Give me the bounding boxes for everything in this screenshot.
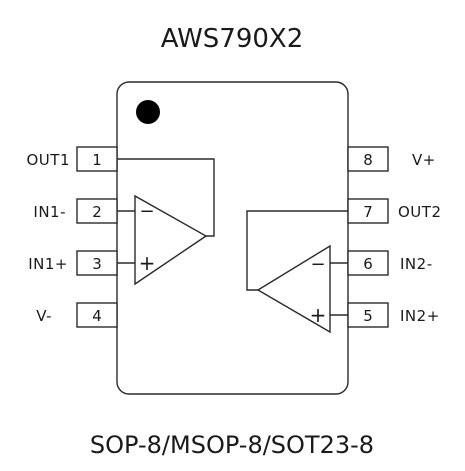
right-pins: 8 7 6 5 V+ OUT2 IN2- IN2+ <box>347 146 442 328</box>
left-pins: 1 2 3 4 OUT1 IN1- IN1+ V- <box>27 146 118 328</box>
pin-label-in2-plus: IN2+ <box>400 307 440 325</box>
pin1-marker-dot <box>136 100 160 124</box>
pin-number-6: 6 <box>363 255 373 273</box>
pin-label-out2: OUT2 <box>398 203 442 221</box>
pin-number-1: 1 <box>92 151 102 169</box>
chip-title: AWS790X2 <box>161 24 304 54</box>
pin-box-1 <box>76 146 118 172</box>
pin-box-8 <box>347 146 389 172</box>
pin-label-in1-minus: IN1- <box>33 203 66 221</box>
opamp-1-output-wire <box>117 158 215 237</box>
opamp-2-minus-sign: − <box>310 254 325 275</box>
opamp-2-output-wire <box>246 210 348 291</box>
opamp-2-triangle <box>256 244 331 334</box>
package-label: SOP-8/MSOP-8/SOT23-8 <box>90 431 374 459</box>
opamp-1-triangle <box>134 194 208 286</box>
pin-number-2: 2 <box>92 203 102 221</box>
opamp-2: − + <box>246 210 348 334</box>
pin-box-6 <box>347 250 389 276</box>
pin-label-in2-minus: IN2- <box>400 255 433 273</box>
pin-label-in1-plus: IN1+ <box>28 255 68 273</box>
pin-box-2 <box>76 198 118 224</box>
opamp-1-plus-sign: + <box>139 251 156 275</box>
pin-number-3: 3 <box>92 255 102 273</box>
pin-box-4 <box>76 302 118 328</box>
pin-number-7: 7 <box>363 203 373 221</box>
opamp-2-plus-sign: + <box>310 303 327 327</box>
pin-label-v-minus: V- <box>36 307 52 325</box>
pin-label-v-plus: V+ <box>412 151 436 169</box>
opamp-1-minus-sign: − <box>139 201 154 222</box>
pin-box-3 <box>76 250 118 276</box>
opamp-1: − + <box>117 158 215 286</box>
pin-number-5: 5 <box>363 307 373 325</box>
pin-number-8: 8 <box>363 151 373 169</box>
pin-number-4: 4 <box>92 307 102 325</box>
chip-body <box>116 81 349 395</box>
pin-label-out1: OUT1 <box>27 151 71 169</box>
